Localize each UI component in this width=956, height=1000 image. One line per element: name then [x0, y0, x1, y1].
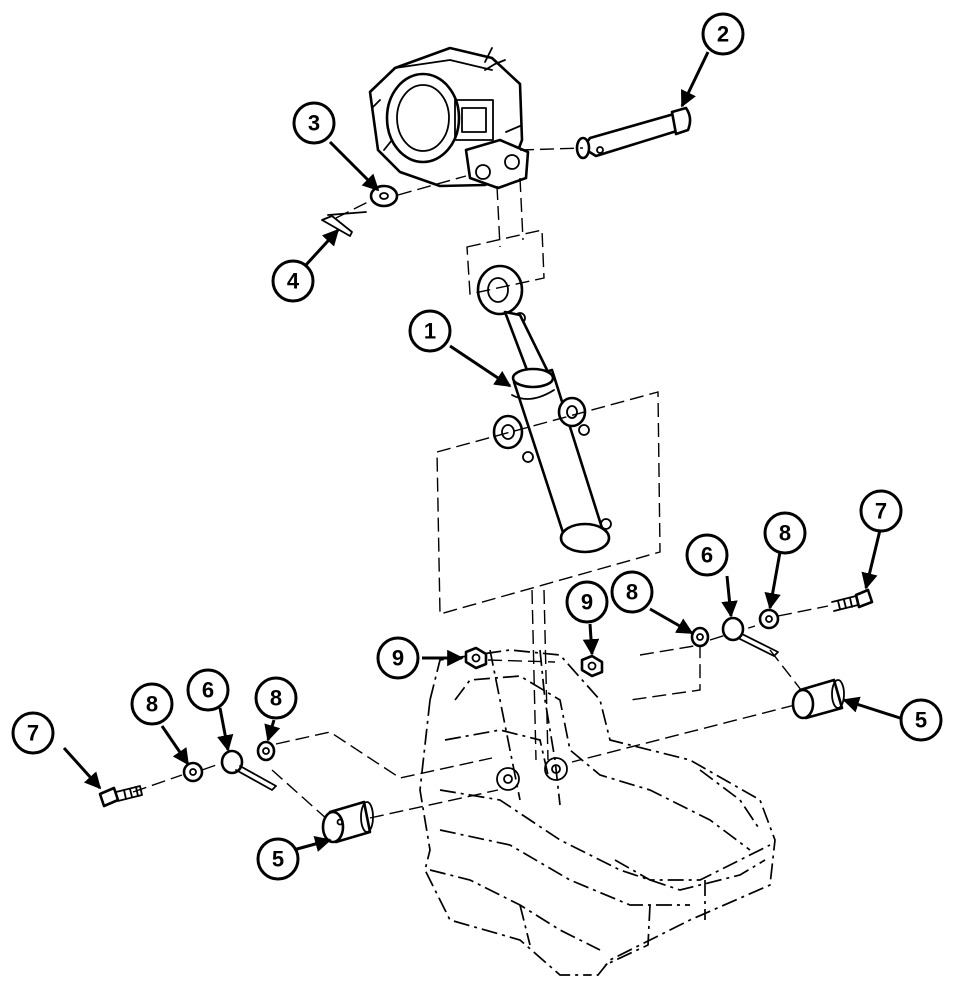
- hydraulic-cylinder: [492, 367, 612, 554]
- callout-3: 3: [292, 101, 336, 145]
- leader-9b: [582, 623, 600, 656]
- upper-pin: [575, 106, 692, 160]
- svg-text:5: 5: [915, 708, 927, 733]
- leader-4: [303, 228, 340, 268]
- callout-7-right: 7: [859, 489, 903, 533]
- svg-text:5: 5: [272, 847, 284, 872]
- svg-text:6: 6: [202, 678, 214, 703]
- svg-text:4: 4: [287, 269, 300, 294]
- callout-8-left-outer: 8: [130, 682, 174, 726]
- callout-5-right: 5: [899, 698, 943, 742]
- leader-8d: [764, 551, 782, 610]
- callout-9-left: 9: [376, 636, 420, 680]
- callout-5-left: 5: [256, 837, 300, 881]
- leader-6a: [217, 707, 234, 752]
- upper-cotter-pin: [321, 211, 367, 237]
- hidden-lines: [132, 147, 829, 821]
- svg-text:1: 1: [424, 319, 436, 344]
- leader-5b: [842, 696, 901, 720]
- svg-text:8: 8: [270, 686, 282, 711]
- leader-7b: [861, 529, 882, 590]
- leader-8b: [264, 719, 281, 742]
- lower-right-washer-outer: [758, 608, 780, 630]
- callout-1: 1: [408, 309, 452, 353]
- callout-6-right: 6: [685, 533, 729, 577]
- callout-6-left: 6: [186, 668, 230, 712]
- callout-2: 2: [701, 12, 745, 56]
- callout-4: 4: [271, 259, 315, 303]
- left-nut: [464, 646, 488, 670]
- leader-lines: [62, 51, 901, 854]
- svg-text:3: 3: [308, 111, 320, 136]
- svg-text:9: 9: [581, 590, 593, 615]
- svg-text:8: 8: [146, 692, 158, 717]
- svg-text:8: 8: [626, 580, 638, 605]
- mounting-frame: [419, 649, 776, 976]
- rod-end: [476, 264, 550, 380]
- lower-left-washer-outer: [182, 761, 204, 783]
- right-nut: [580, 654, 604, 678]
- svg-text:8: 8: [779, 521, 791, 546]
- leader-1: [449, 344, 512, 388]
- leader-7a: [62, 746, 102, 790]
- callout-8-left-inner: 8: [254, 676, 298, 720]
- svg-text:9: 9: [392, 646, 404, 671]
- lower-right-screw: [831, 588, 874, 612]
- lower-left-washer-inner: [256, 740, 276, 762]
- leader-3: [328, 140, 380, 192]
- svg-text:7: 7: [875, 499, 887, 524]
- callout-7-left: 7: [11, 711, 55, 755]
- lower-right-washer-inner: [690, 626, 710, 648]
- lower-left-pin: [321, 800, 374, 844]
- leader-8c: [649, 607, 694, 635]
- callout-8-right-inner: 8: [610, 570, 654, 614]
- leader-6b: [721, 575, 738, 618]
- lower-right-pin: [791, 678, 845, 720]
- upper-housing: [368, 46, 530, 190]
- leader-8a: [160, 725, 190, 766]
- svg-text:6: 6: [701, 543, 713, 568]
- lower-left-screw: [98, 785, 143, 808]
- svg-text:2: 2: [717, 22, 729, 47]
- svg-text:7: 7: [27, 721, 39, 746]
- leader-2: [680, 51, 710, 108]
- lower-right-clip: [721, 616, 779, 657]
- callout-9-right: 9: [565, 580, 609, 624]
- callout-8-right-outer: 8: [763, 511, 807, 555]
